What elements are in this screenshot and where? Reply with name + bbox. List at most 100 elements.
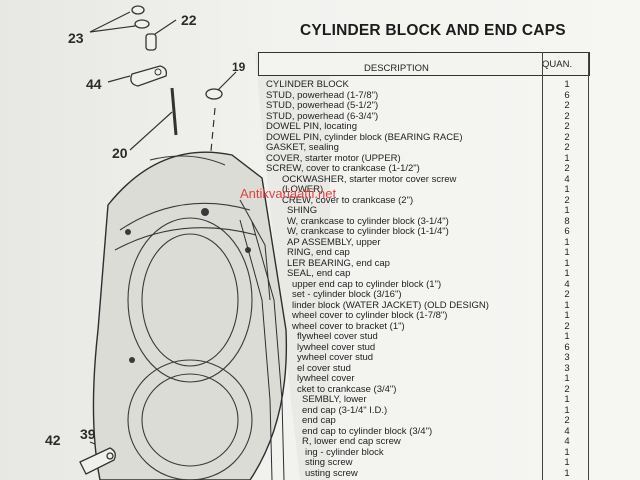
- part-description: usting screw: [305, 467, 358, 479]
- table-row: lywheel cover: [297, 374, 355, 384]
- part-description: linder block (WATER JACKET) (OLD DESIGN): [292, 299, 489, 311]
- table-row: end cap: [302, 416, 336, 426]
- part-description: wheel cover to cylinder block (1-7/8"): [292, 310, 448, 321]
- table-row: COVER, starter motor (UPPER): [266, 152, 401, 164]
- part-description: W, crankcase to cylinder block (1-1/4"): [287, 226, 449, 237]
- table-row: R, lower end cap screw: [302, 437, 401, 447]
- part-description: (LOWER): [282, 184, 324, 195]
- part-description: el cover stud: [297, 362, 351, 374]
- part-description: STUD, powerhead (5-1/2"): [266, 100, 379, 111]
- table-row: end cap (3-1/4" I.D.): [302, 404, 388, 416]
- part-description: GASKET, sealing: [266, 142, 339, 153]
- part-quantity: 4: [564, 436, 570, 447]
- part-quantity: 2: [564, 289, 570, 300]
- part-quantity: 1: [564, 79, 570, 90]
- part-quantity: 2: [564, 121, 570, 132]
- part-description: set - cylinder block (3/16"): [292, 289, 402, 300]
- table-row: linder block (WATER JACKET) (OLD DESIGN): [292, 299, 489, 311]
- column-header-description: DESCRIPTION: [364, 63, 429, 74]
- part-description: end cap (3-1/4" I.D.): [302, 404, 388, 416]
- part-quantity: 1: [564, 394, 570, 405]
- diagram-drawing: [79, 5, 330, 480]
- table-row: set - cylinder block (3/16"): [292, 290, 402, 300]
- table-row: el cover stud: [297, 362, 351, 374]
- part-quantity: 2: [564, 320, 570, 332]
- part-quantity: 1: [564, 247, 570, 258]
- table-row: ywheel cover stud: [297, 353, 373, 363]
- table-row: SHING: [287, 206, 317, 216]
- part-description: LER BEARING, end cap: [287, 257, 390, 269]
- part-description: ing - cylinder block: [305, 446, 384, 458]
- column-header-quantity: QUAN.: [542, 59, 573, 70]
- part-description: R, lower end cap screw: [302, 436, 401, 447]
- part-quantity: 1: [564, 404, 570, 416]
- table-row: wheel cover to cylinder block (1-7/8"): [292, 311, 447, 321]
- part-description: lywheel cover: [297, 373, 355, 384]
- table-row: RING, end cap: [287, 248, 350, 258]
- table-row: cket to crankcase (3/4"): [297, 383, 397, 395]
- part-quantity: 1: [564, 257, 570, 269]
- part-quantity: 1: [564, 205, 570, 216]
- part-quantity: 1: [564, 310, 570, 321]
- table-row: OCKWASHER, starter motor cover screw: [282, 173, 457, 185]
- part-description: CYLINDER BLOCK: [266, 79, 349, 90]
- part-description: OCKWASHER, starter motor cover screw: [282, 173, 457, 185]
- part-quantity: 6: [564, 89, 570, 101]
- table-right-border: [588, 52, 589, 480]
- table-row: STUD, powerhead (6-3/4"): [266, 110, 379, 122]
- callout-44: 44: [86, 76, 102, 92]
- part-quantity: 1: [564, 457, 570, 468]
- part-description: ywheel cover stud: [297, 352, 374, 363]
- table-row: usting screw: [305, 467, 358, 479]
- part-quantity: 1: [564, 236, 570, 248]
- part-description: end cap to cylinder block (3/4"): [302, 425, 433, 437]
- part-quantity: 4: [564, 173, 570, 185]
- table-header: DESCRIPTION QUAN.: [258, 52, 590, 76]
- watermark-text: Antikvariaatti.net: [240, 186, 337, 201]
- part-quantity: 4: [564, 278, 570, 290]
- part-description: RING, end cap: [287, 247, 350, 258]
- part-description: DOWEL PIN, locating: [266, 121, 357, 132]
- part-description: lywheel cover stud: [297, 341, 376, 353]
- table-row: flywheel cover stud: [297, 332, 378, 342]
- part-quantity: 6: [564, 341, 570, 353]
- part-quantity: 6: [564, 226, 570, 237]
- part-description: wheel cover to bracket (1"): [292, 320, 405, 332]
- table-row: AP ASSEMBLY, upper: [287, 236, 381, 248]
- part-quantity: 2: [564, 415, 570, 426]
- part-quantity: 1: [564, 373, 570, 384]
- part-description: SEMBLY, lower: [302, 394, 367, 405]
- part-description: DOWEL PIN, cylinder block (BEARING RACE): [266, 131, 463, 143]
- table-row: DOWEL PIN, locating: [266, 122, 357, 132]
- part-description: STUD, powerhead (1-7/8"): [266, 89, 379, 101]
- table-row: LER BEARING, end cap: [287, 257, 390, 269]
- part-description: STUD, powerhead (6-3/4"): [266, 110, 379, 122]
- table-row: DOWEL PIN, cylinder block (BEARING RACE): [266, 131, 463, 143]
- table-row: W, crankcase to cylinder block (1-1/4"): [287, 227, 449, 237]
- exploded-diagram: 23 22 44 19 20 42 39: [45, 5, 330, 480]
- part-description: upper end cap to cylinder block (1"): [292, 278, 442, 290]
- table-row: sting screw: [305, 458, 353, 468]
- part-description: W, crankcase to cylinder block (3-1/4"): [287, 215, 449, 227]
- part-quantity: 2: [564, 194, 570, 206]
- part-description: COVER, starter motor (UPPER): [266, 152, 401, 164]
- table-row: STUD, powerhead (1-7/8"): [266, 89, 379, 101]
- part-quantity: 8: [564, 215, 570, 227]
- part-description: flywheel cover stud: [297, 331, 378, 342]
- part-description: AP ASSEMBLY, upper: [287, 236, 381, 248]
- table-row: STUD, powerhead (5-1/2"): [266, 101, 378, 111]
- part-description: SEAL, end cap: [287, 268, 351, 279]
- column-divider: [542, 52, 543, 480]
- table-row: end cap to cylinder block (3/4"): [302, 425, 433, 437]
- table-row: wheel cover to bracket (1"): [292, 320, 405, 332]
- part-quantity: 3: [564, 362, 570, 374]
- part-quantity: 1: [564, 467, 570, 479]
- part-quantity: 1: [564, 446, 570, 458]
- part-quantity: 2: [564, 383, 570, 395]
- table-row: SCREW, cover to crankcase (1-1/2"): [266, 164, 420, 174]
- page-title: CYLINDER BLOCK AND END CAPS: [300, 22, 566, 39]
- part-description: sting screw: [305, 457, 353, 468]
- part-description: cket to crankcase (3/4"): [297, 383, 397, 395]
- part-quantity: 3: [564, 352, 570, 363]
- part-quantity: 1: [564, 299, 570, 311]
